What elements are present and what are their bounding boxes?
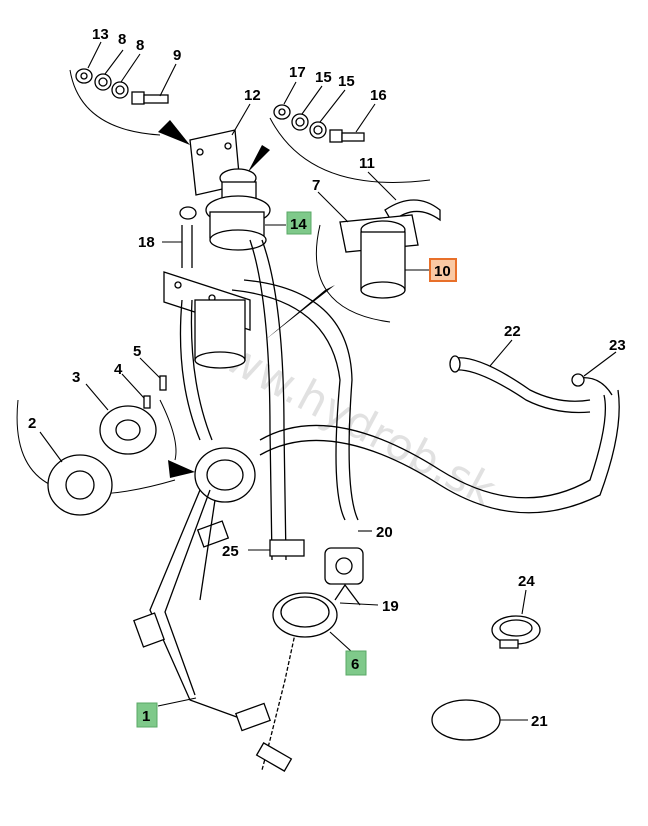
bolt-16	[329, 129, 365, 143]
hose-return-1	[259, 394, 607, 499]
callout-18[interactable]: 18	[138, 234, 155, 251]
callout-8b[interactable]: 8	[136, 37, 144, 54]
callout-12[interactable]: 12	[244, 87, 261, 104]
callout-15b[interactable]: 15	[338, 73, 355, 90]
washer-15a	[291, 113, 309, 131]
callout-21[interactable]: 21	[531, 713, 548, 730]
callout-10[interactable]: 10	[434, 263, 451, 280]
hose-long-1	[231, 289, 346, 521]
nut-17	[273, 104, 291, 120]
pointer-arrow-9	[158, 120, 190, 145]
detail-arc-left-inner	[159, 399, 177, 461]
o-ring-21	[431, 699, 501, 741]
callout-13[interactable]: 13	[92, 26, 109, 43]
hose-clamp-24	[491, 615, 541, 649]
nut-13	[75, 68, 93, 84]
pointer-arrow-16	[248, 145, 270, 172]
leader-lines	[39, 41, 617, 721]
callout-15a[interactable]: 15	[315, 69, 332, 86]
gasket-2	[47, 454, 113, 516]
filter-bowl-10	[360, 220, 406, 299]
callout-16[interactable]: 16	[370, 87, 387, 104]
pipe-18	[181, 225, 193, 268]
fuel-filter-head-14	[179, 168, 271, 251]
callout-3[interactable]: 3	[72, 369, 80, 386]
cap-6	[272, 583, 361, 638]
callout-10-highlight	[429, 258, 457, 282]
bolt-9	[131, 91, 169, 105]
callout-7[interactable]: 7	[312, 177, 320, 194]
callout-14[interactable]: 14	[290, 216, 307, 233]
hose-main-3	[179, 299, 201, 441]
screw-4	[143, 395, 151, 409]
detail-arc-top-left	[69, 69, 161, 136]
callout-1[interactable]: 1	[142, 708, 150, 725]
clip-25	[269, 539, 305, 557]
float-sensor	[255, 742, 293, 772]
pointer-arrow-7	[265, 285, 335, 340]
callout-17[interactable]: 17	[289, 64, 306, 81]
callout-19[interactable]: 19	[382, 598, 399, 615]
detail-arc-mid-right	[315, 224, 391, 323]
callout-24[interactable]: 24	[518, 573, 535, 590]
sender-unit	[194, 447, 256, 548]
hose-main-2	[261, 239, 287, 561]
pointer-arrow-3	[168, 460, 195, 478]
callout-6[interactable]: 6	[351, 656, 359, 673]
screw-5	[159, 375, 167, 391]
pickup-tube-1	[133, 489, 272, 732]
callout-2[interactable]: 2	[28, 415, 36, 432]
callout-11[interactable]: 11	[359, 155, 375, 172]
hose-22	[449, 355, 591, 414]
washer-8a	[94, 73, 112, 91]
callout-23[interactable]: 23	[609, 337, 626, 354]
hose-23	[571, 373, 613, 396]
callout-22[interactable]: 22	[504, 323, 521, 340]
hose-main-4	[190, 299, 213, 441]
callout-4[interactable]: 4	[114, 361, 123, 378]
water-separator	[194, 299, 246, 369]
callout-6-highlight	[345, 650, 367, 676]
hose-long-2	[243, 279, 359, 521]
callout-9[interactable]: 9	[173, 47, 181, 64]
washer-15b	[309, 121, 327, 139]
callout-5[interactable]: 5	[133, 343, 141, 360]
callout-1-highlight	[136, 702, 158, 728]
detail-arc-top-right	[269, 117, 431, 183]
washer-8b	[111, 81, 129, 99]
callout-20[interactable]: 20	[376, 524, 393, 541]
callout-14-highlight	[286, 211, 312, 235]
hose-main-1	[249, 239, 273, 561]
ring-3	[99, 405, 157, 455]
callout-8a[interactable]: 8	[118, 31, 126, 48]
hose-return-2	[259, 389, 620, 514]
callout-25[interactable]: 25	[222, 543, 239, 560]
valve-20	[324, 547, 364, 585]
